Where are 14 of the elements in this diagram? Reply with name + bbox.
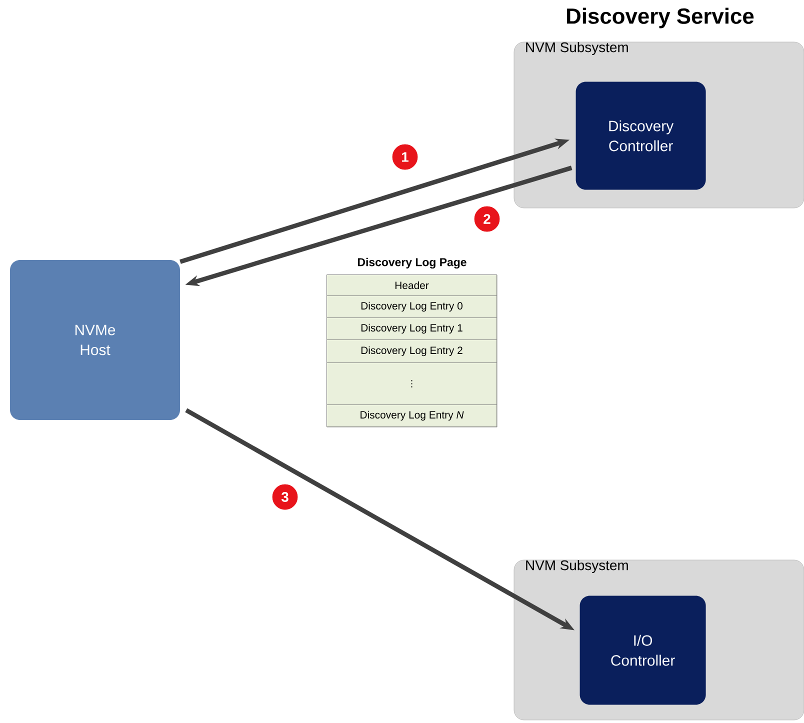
controller-box: Discovery Controller <box>576 82 706 190</box>
step-badge: 2 <box>474 206 500 232</box>
table-row: Discovery Log Entry N <box>326 404 497 427</box>
table-row: Discovery Log Entry 0 <box>326 296 497 318</box>
host-box: NVMe Host <box>10 260 180 420</box>
step-badge: 1 <box>392 144 418 170</box>
node-label: Discovery Log Page <box>358 258 466 269</box>
table-row: Discovery Log Entry 2 <box>326 340 497 363</box>
controller-box: I/O Controller <box>580 596 706 705</box>
table-row: Discovery Log Entry 1 <box>326 318 497 340</box>
diagram-title: Discovery Service <box>567 8 754 28</box>
table-row: Header <box>326 274 497 296</box>
table-row: ⋮ <box>326 362 497 405</box>
step-badge: 3 <box>272 484 298 510</box>
